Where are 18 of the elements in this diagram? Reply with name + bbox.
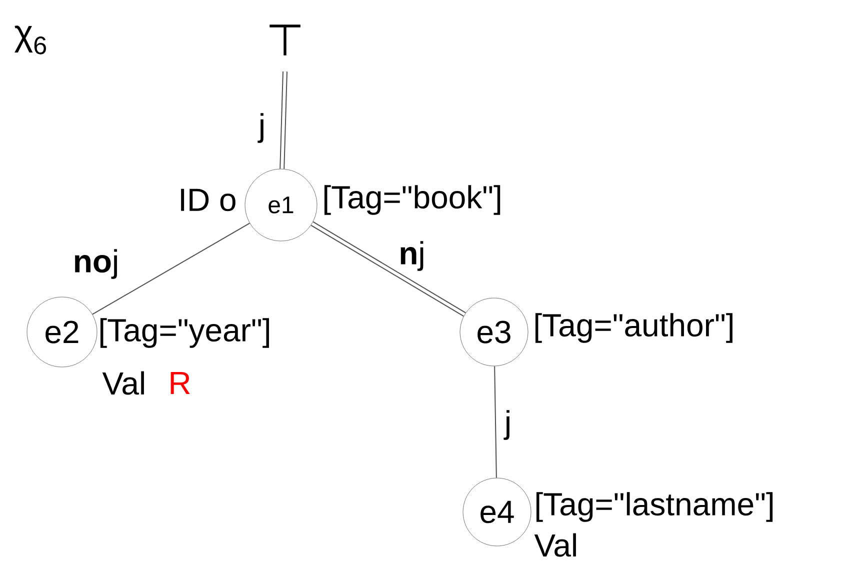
edge-label: j	[504, 410, 510, 440]
top-symbol: ⊤	[270, 24, 300, 56]
node-annotation: [Tag="book"]	[324, 185, 500, 215]
node-annotation: Val	[534, 533, 576, 557]
diagram-label: χ$_{6}$	[14, 26, 46, 54]
node-annotation: [Tag="author"]	[535, 313, 732, 343]
node-annotation: [Tag="year"]	[100, 318, 269, 348]
node-annotation: [Tag="lastname"]	[536, 492, 773, 522]
connector	[494, 366, 497, 478]
connector	[310, 221, 466, 317]
edge-label: j	[258, 113, 264, 143]
node-annotation: Val	[102, 371, 144, 395]
edge-label: noj	[75, 249, 117, 279]
node-annotation: ID o	[181, 188, 236, 212]
connector	[92, 222, 250, 315]
connector	[280, 72, 288, 169]
edge-label: nj	[400, 241, 424, 271]
node-annotation: R	[170, 372, 190, 394]
